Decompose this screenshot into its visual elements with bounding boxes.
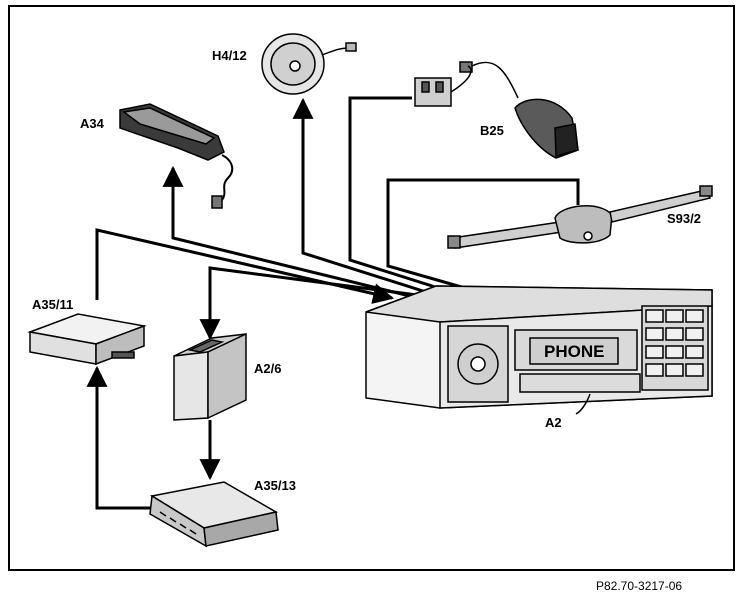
label-b25: B25 xyxy=(480,123,504,138)
label-a35-13: A35/13 xyxy=(254,478,296,493)
microphone-b25 xyxy=(414,61,579,159)
handset-a34 xyxy=(119,103,234,209)
line-s93-2 xyxy=(386,178,580,300)
label-s93-2: S93/2 xyxy=(667,211,701,226)
module-a35-13 xyxy=(149,481,279,548)
label-h4-12: H4/12 xyxy=(212,48,247,63)
connection-lines xyxy=(86,96,580,510)
switch-s93-2 xyxy=(447,185,713,249)
line-a35-13-to-a35-11 xyxy=(86,365,152,510)
label-a2-6: A2/6 xyxy=(254,361,281,376)
diagram-frame xyxy=(8,5,735,571)
module-a35-11 xyxy=(27,313,147,366)
line-h4-12 xyxy=(301,110,446,300)
radio-a2 xyxy=(365,285,713,415)
radio-display-text: PHONE xyxy=(544,342,604,361)
label-a34: A34 xyxy=(80,116,105,131)
figure-reference: P82.70-3217-06 xyxy=(596,579,682,593)
label-a2: A2 xyxy=(545,415,562,430)
speaker-h4-12 xyxy=(261,33,357,95)
module-a2-6 xyxy=(173,332,247,421)
line-a35-11-to-a2 xyxy=(95,228,395,304)
line-b25 xyxy=(348,96,471,300)
label-a35-11: A35/11 xyxy=(32,297,73,312)
